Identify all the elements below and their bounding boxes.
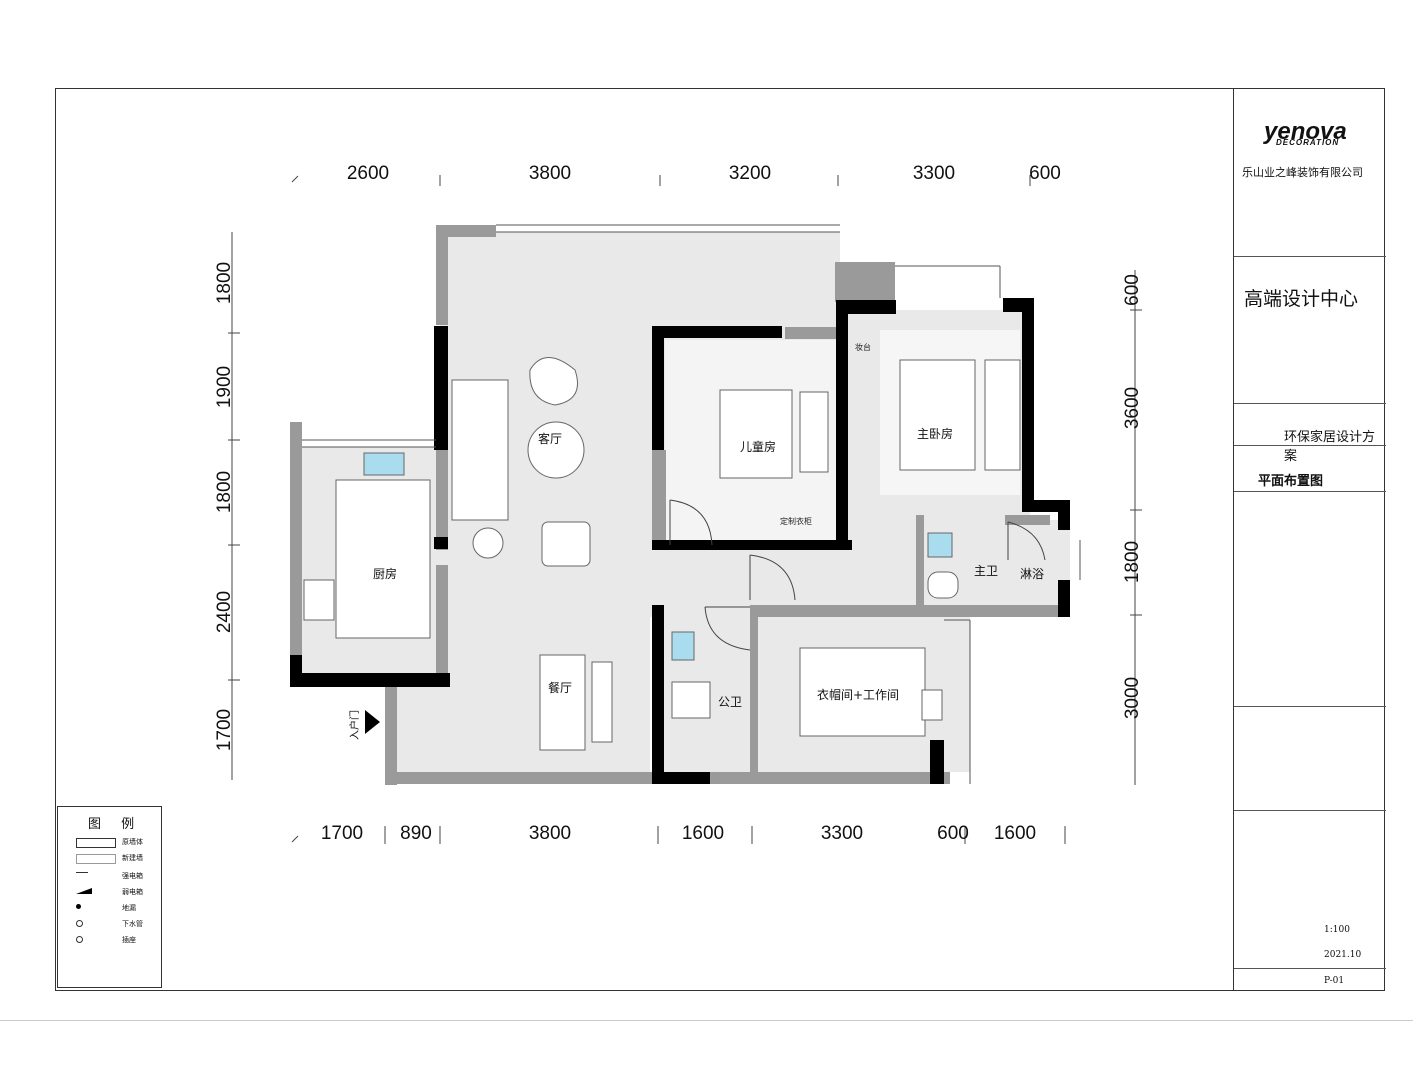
room-dining-label: 餐厅 (548, 680, 572, 695)
side-table (472, 527, 504, 559)
dim-left-2: 1900 (214, 366, 235, 408)
room-public-bath-label: 公卫 (718, 695, 742, 709)
stove (303, 579, 335, 621)
dining-table (539, 654, 586, 751)
divider (1234, 403, 1386, 404)
divider (1234, 706, 1386, 707)
drawing-sheet (55, 88, 1385, 991)
entrance-arrow (365, 710, 380, 734)
dim-bottom-2: 890 (400, 823, 432, 844)
room-living-label: 客厅 (538, 431, 562, 446)
company-name: 乐山业之峰装饰有限公司 (1242, 166, 1363, 179)
legend-item: 弱电箱 (66, 885, 158, 899)
toilet (927, 571, 959, 599)
bath-vanity (671, 681, 711, 719)
wardrobe-label: 定制衣柜 (780, 516, 812, 526)
master-wardrobe (984, 359, 1021, 471)
drawing-title: 平面布置图 (1258, 474, 1324, 489)
legend-item: 下水管 (66, 917, 158, 931)
dim-top-3: 3200 (729, 163, 771, 184)
page-divider (0, 1020, 1413, 1021)
dim-bottom-7: 1600 (994, 823, 1036, 844)
divider (1234, 491, 1386, 492)
kids-bed (719, 389, 793, 479)
dim-top-2: 3800 (529, 163, 571, 184)
balcony-lines (302, 224, 1081, 784)
dim-right-1: 600 (1122, 274, 1143, 306)
water-fixtures (363, 452, 953, 661)
room-kids-label: 儿童房 (740, 439, 776, 454)
living-door (749, 554, 796, 601)
work-chair (921, 689, 943, 721)
legend-title: 图 例 (88, 817, 143, 832)
project-name: 环保家居设计方案 (1284, 430, 1376, 464)
dim-top-1: 2600 (347, 163, 389, 184)
room-kitchen-label: 厨房 (373, 566, 397, 581)
dim-bottom-4: 1600 (682, 823, 724, 844)
dim-right-4: 3000 (1122, 677, 1143, 719)
room-shower-label: 淋浴 (1020, 567, 1044, 581)
gray-walls (290, 225, 1070, 785)
dimension-lines (228, 175, 1142, 844)
kitchen-counter (335, 479, 431, 639)
armchair (529, 357, 578, 406)
shower-door (1007, 521, 1046, 561)
kitchen-sink (363, 452, 405, 476)
furniture (303, 357, 1021, 751)
dim-bottom-3: 3800 (529, 823, 571, 844)
entrance-label: 入户门 (348, 710, 361, 740)
closet-island (799, 647, 926, 737)
date: 2021.10 (1324, 950, 1362, 960)
brand-logo: yenova (1264, 118, 1347, 145)
kids-desk (799, 391, 829, 473)
public-basin (671, 631, 695, 661)
divider (1234, 256, 1386, 257)
dim-bottom-6: 600 (937, 823, 969, 844)
dim-top-5: 600 (1029, 163, 1061, 184)
room-master-bath-label: 主卫 (974, 564, 998, 578)
dresser-label: 妆台 (855, 342, 871, 352)
legend-item: 新建墙 (66, 851, 158, 865)
sheet-no: P-01 (1324, 976, 1345, 986)
legend-item: 原墙体 (66, 835, 158, 849)
sofa (451, 379, 509, 521)
kids-door (669, 499, 713, 546)
dim-left-1: 1800 (214, 262, 235, 304)
public-bath-door (704, 606, 751, 651)
dim-left-4: 2400 (214, 591, 235, 633)
room-master-label: 主卧房 (917, 426, 953, 441)
lounge-chair (541, 521, 591, 567)
design-center: 高端设计中心 (1244, 288, 1359, 310)
dim-top-4: 3300 (913, 163, 955, 184)
black-walls (290, 298, 1070, 784)
dim-right-3: 1800 (1122, 541, 1143, 583)
legend: 图 例 原墙体 新建墙 强电箱 弱电箱 地漏 下水管 插座 (57, 806, 162, 988)
divider (1234, 445, 1386, 446)
dim-right-2: 3600 (1122, 387, 1143, 429)
room-closet-label: 衣帽间+工作间 (817, 687, 899, 702)
brand-logo-sub: DECORATION (1276, 138, 1340, 147)
divider (1234, 810, 1386, 811)
master-basin (927, 532, 953, 558)
master-bed (899, 359, 976, 471)
legend-item: 强电箱 (66, 869, 158, 883)
dim-bottom-1: 1700 (321, 823, 363, 844)
title-block: yenova DECORATION 乐山业之峰装饰有限公司 高端设计中心 环保家… (1233, 88, 1386, 991)
legend-item: 插座 (66, 933, 158, 947)
scale: 1:100 (1324, 925, 1350, 935)
doors (669, 499, 1046, 651)
dim-left-3: 1800 (214, 471, 235, 513)
coffee-table (527, 421, 585, 479)
legend-item: 地漏 (66, 901, 158, 915)
sideboard (591, 661, 613, 743)
divider (1234, 968, 1386, 969)
dim-bottom-5: 3300 (821, 823, 863, 844)
dim-left-5: 1700 (214, 709, 235, 751)
